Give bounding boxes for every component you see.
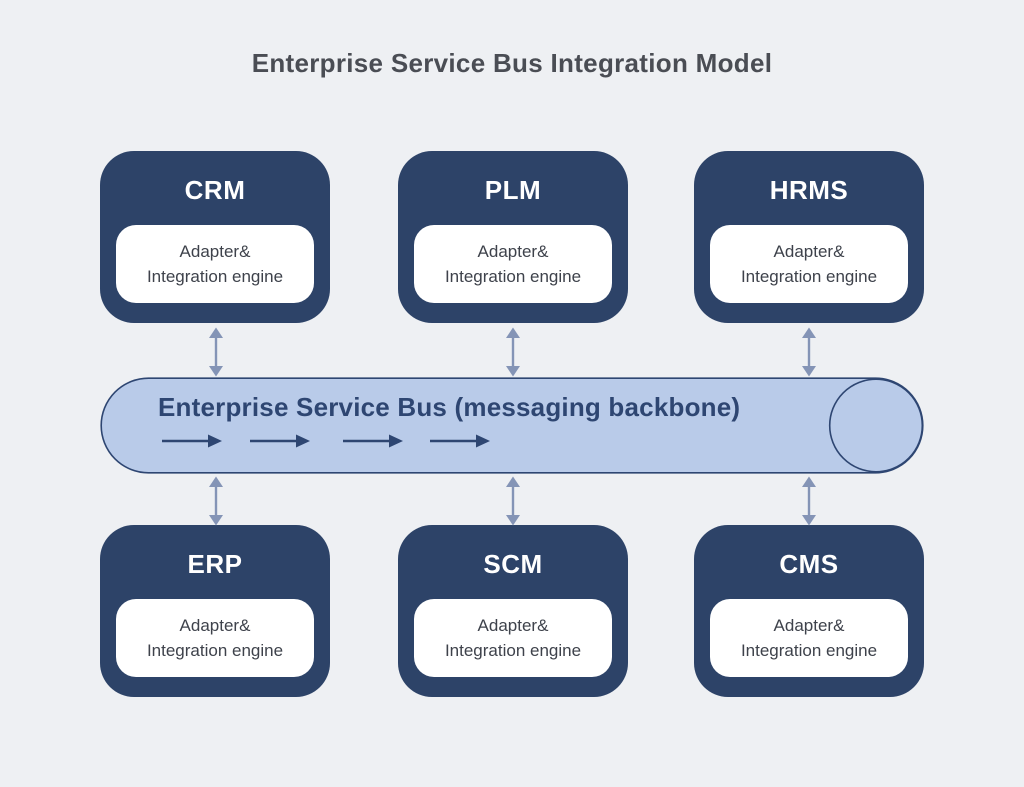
bidirectional-arrow-plm	[506, 327, 520, 377]
adapter-label: Adapter& Integration engine	[740, 616, 878, 660]
adapter-label: Adapter& Integration engine	[146, 242, 284, 286]
system-name: ERP	[187, 549, 243, 579]
adapter-label: Adapter& Integration engine	[444, 616, 582, 660]
adapter-box: Adapter& Integration engine	[414, 599, 612, 677]
system-name: PLM	[484, 175, 542, 205]
cylinder-endcap	[828, 378, 924, 473]
system-name: SCM	[483, 549, 543, 579]
flow-arrow-icon	[250, 434, 310, 448]
adapter-label: Adapter& Integration engine	[146, 616, 284, 660]
bus-label: Enterprise Service Bus (messaging backbo…	[158, 392, 741, 422]
diagram-title: Enterprise Service Bus Integration Model	[251, 48, 773, 78]
bidirectional-arrow-hrms	[802, 327, 816, 377]
adapter-box: Adapter& Integration engine	[116, 225, 314, 303]
flow-arrow-icon	[162, 434, 222, 448]
system-node-hrms: HRMS Adapter& Integration engine	[694, 151, 924, 323]
system-name: CRM	[184, 175, 246, 205]
flow-arrow-icon	[430, 434, 490, 448]
system-node-plm: PLM Adapter& Integration engine	[398, 151, 628, 323]
system-name: CMS	[779, 549, 839, 579]
adapter-box: Adapter& Integration engine	[710, 225, 908, 303]
bidirectional-arrow-cms	[802, 476, 816, 526]
adapter-label: Adapter& Integration engine	[444, 242, 582, 286]
adapter-label: Adapter& Integration engine	[740, 242, 878, 286]
bidirectional-arrow-erp	[209, 476, 223, 526]
system-node-scm: SCM Adapter& Integration engine	[398, 525, 628, 697]
bidirectional-arrow-scm	[506, 476, 520, 526]
bidirectional-arrow-crm	[209, 327, 223, 377]
bus-cylinder-shape	[100, 377, 924, 474]
flow-arrow-icon	[343, 434, 403, 448]
adapter-box: Adapter& Integration engine	[116, 599, 314, 677]
system-node-cms: CMS Adapter& Integration engine	[694, 525, 924, 697]
adapter-box: Adapter& Integration engine	[414, 225, 612, 303]
system-node-crm: CRM Adapter& Integration engine	[100, 151, 330, 323]
adapter-box: Adapter& Integration engine	[710, 599, 908, 677]
system-node-erp: ERP Adapter& Integration engine	[100, 525, 330, 697]
esb-bus: Enterprise Service Bus (messaging backbo…	[100, 377, 924, 474]
system-name: HRMS	[769, 175, 849, 205]
